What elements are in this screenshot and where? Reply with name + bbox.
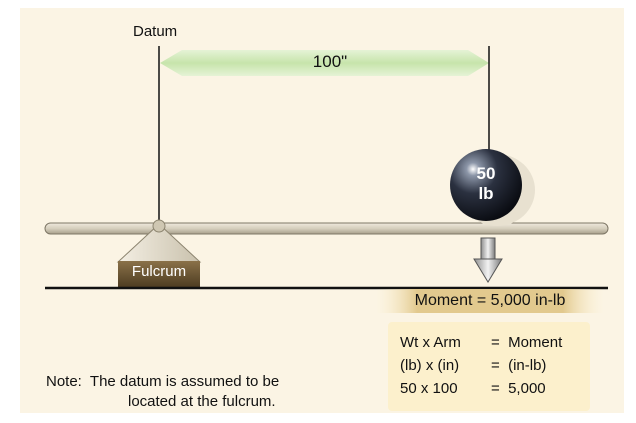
- formula-row-3-left: 50 x 100: [400, 380, 458, 397]
- distance-label: 100": [312, 52, 348, 71]
- datum-label: Datum: [133, 23, 178, 40]
- formula-row-1-left: Wt x Arm: [400, 334, 461, 351]
- formula-row-2-left: (lb) x (in): [400, 357, 460, 374]
- moment-box: [376, 289, 604, 313]
- formula-box: [388, 322, 590, 411]
- formula-row-1-right: = Moment: [491, 334, 563, 351]
- note-line-1: Note: The datum is assumed to be: [46, 373, 280, 390]
- moment-result: Moment = 5,000 in-lb: [414, 292, 566, 309]
- fulcrum-pivot: [152, 219, 166, 233]
- formula-row-3-right: = 5,000: [491, 380, 546, 397]
- formula-row-2-right: = (in-lb): [491, 357, 547, 374]
- weight-value: 50: [476, 164, 496, 183]
- weight-ball: [450, 149, 522, 221]
- beam: [44, 222, 609, 235]
- force-arrow-head: [473, 258, 503, 283]
- dimension-band: [160, 50, 489, 76]
- note-line-2: located at the fulcrum.: [128, 393, 276, 410]
- force-arrow-shaft: [480, 237, 496, 260]
- weight-unit: lb: [478, 184, 494, 203]
- fulcrum-label: Fulcrum: [131, 263, 187, 280]
- fulcrum-base: [118, 261, 200, 287]
